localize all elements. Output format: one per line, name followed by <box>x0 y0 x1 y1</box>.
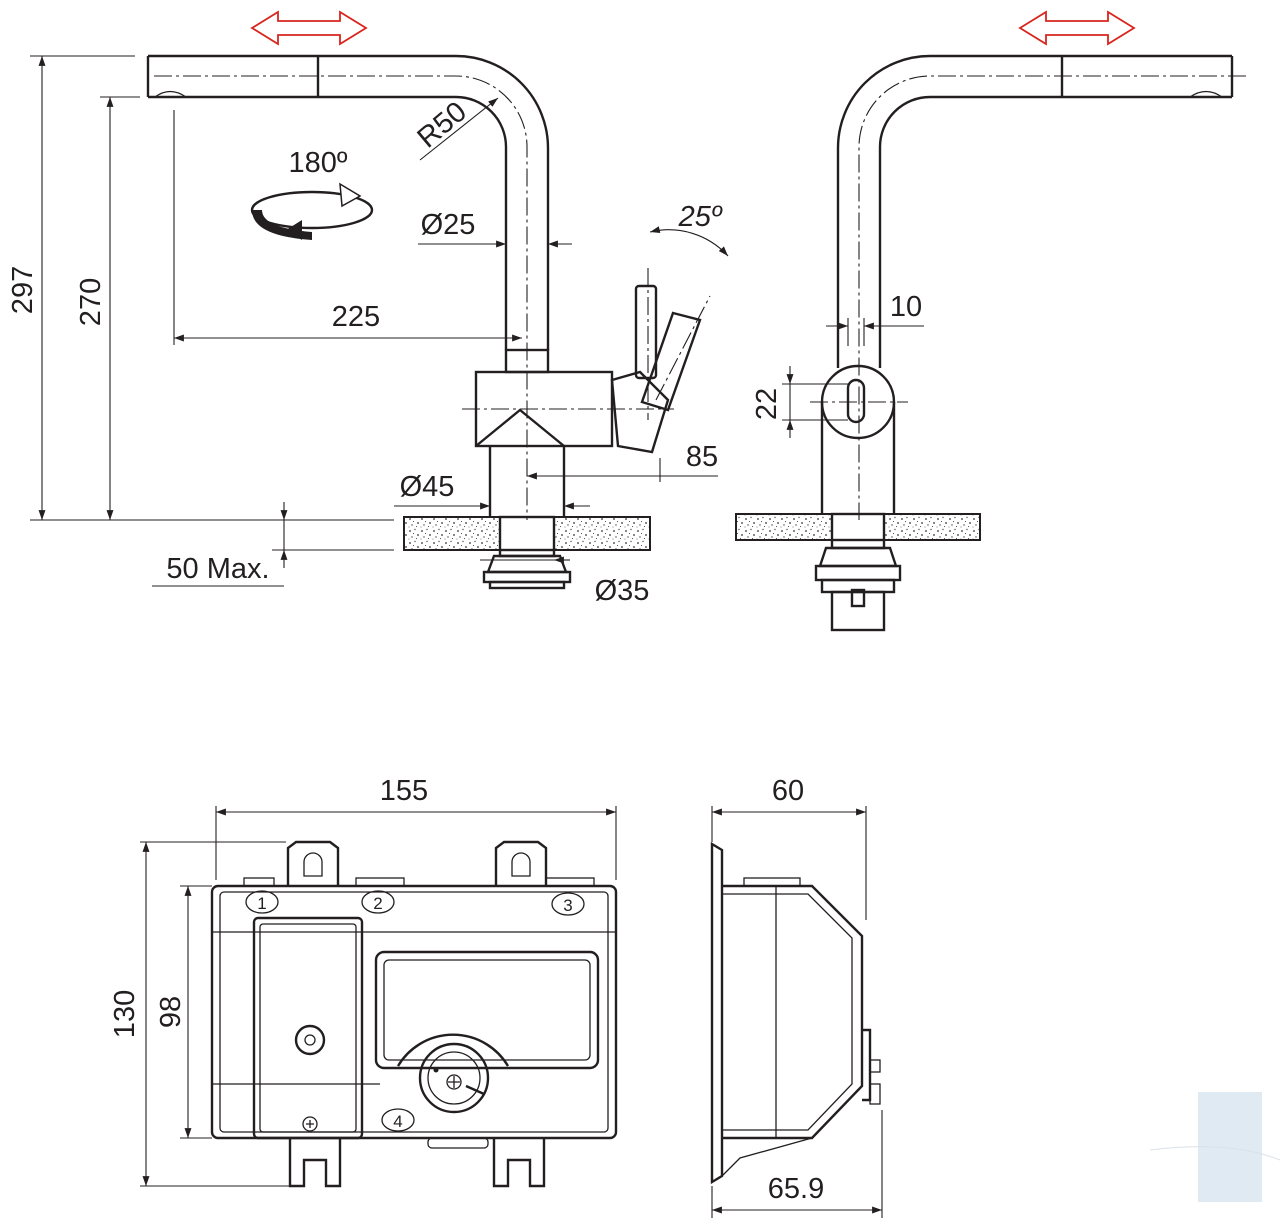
control-box-side: 60 65.9 <box>710 775 883 1218</box>
dim-270: 270 <box>75 278 107 326</box>
port-1: 1 <box>245 890 279 914</box>
dim-225: 225 <box>332 301 380 333</box>
port-4: 4 <box>381 1108 415 1132</box>
dim-box-height-total: 130 <box>109 990 141 1038</box>
countertop-right <box>553 516 651 551</box>
dim-85: 85 <box>686 441 718 473</box>
dim-box-depth-max: 65.9 <box>768 1173 824 1205</box>
port-3-label: 3 <box>563 896 572 915</box>
rotation-arrow-icon <box>250 182 374 240</box>
swivel-arrow-icon-side <box>1018 10 1136 46</box>
watermark-logo <box>1149 1092 1281 1202</box>
port-2: 2 <box>361 890 395 914</box>
dim-lever-width: 10 <box>890 291 922 323</box>
port-4-label: 4 <box>393 1112 402 1131</box>
dim-lever-height: 22 <box>751 388 783 420</box>
countertop-left <box>403 516 501 551</box>
dim-r50: R50 <box>412 96 473 155</box>
dim-lever-angle: 25º <box>678 201 723 233</box>
dim-tube-diameter: Ø25 <box>421 209 476 241</box>
port-2-label: 2 <box>373 894 382 913</box>
faucet-side-view: 10 22 <box>735 10 1246 632</box>
dim-shank-diameter: Ø35 <box>595 575 650 607</box>
port-3: 3 <box>551 892 585 916</box>
dim-297: 297 <box>7 266 39 314</box>
dim-base-diameter: Ø45 <box>400 471 455 503</box>
dim-box-depth: 60 <box>772 775 804 807</box>
dim-max-counter: 50 Max. <box>166 553 269 585</box>
swivel-arrow-icon <box>250 10 368 46</box>
control-box-front: 1 2 3 4 155 130 98 <box>109 775 618 1188</box>
dim-rotation: 180º <box>289 147 348 179</box>
port-1-label: 1 <box>257 894 266 913</box>
dim-box-width: 155 <box>380 775 428 807</box>
faucet-front-view: 297 270 225 R50 Ø25 180º 25º 85 <box>7 10 729 607</box>
dim-box-height-body: 98 <box>155 996 187 1028</box>
